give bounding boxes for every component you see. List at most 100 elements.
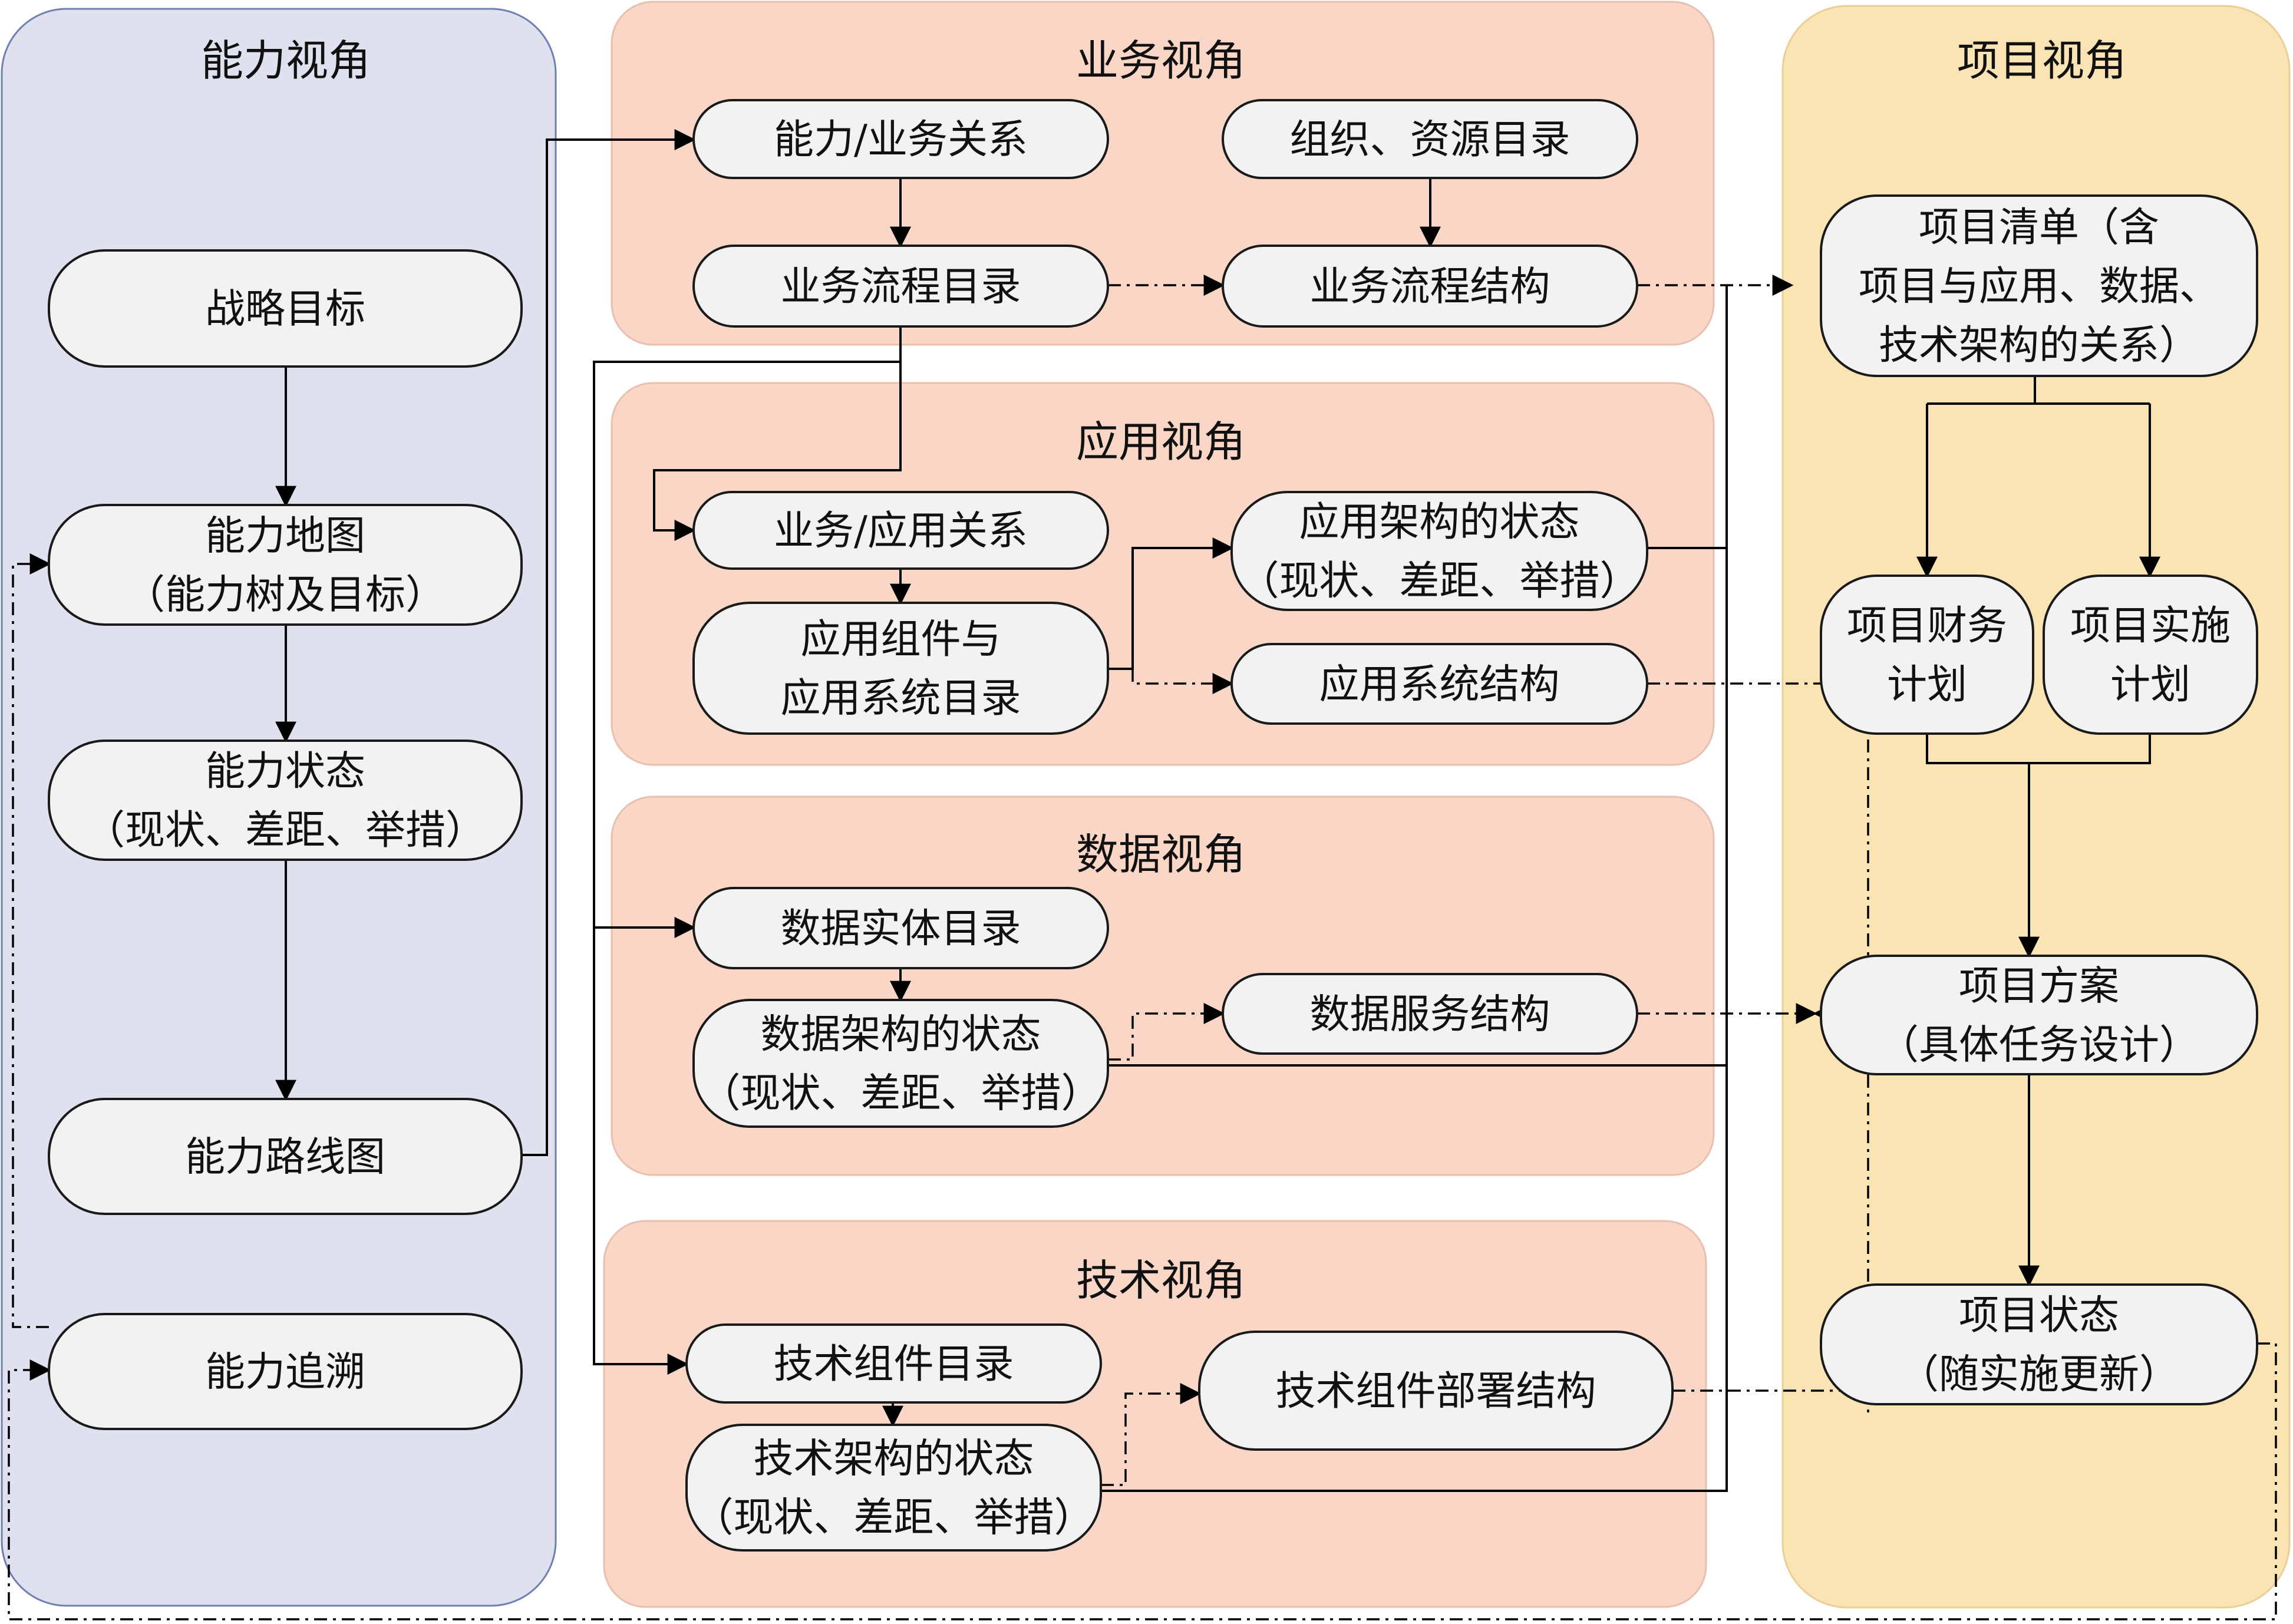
data-architecture-state-label-1: 数据架构的状态 — [760, 1012, 1041, 1058]
org-resource-catalog-node: 组织、资源目录 — [1222, 99, 1638, 179]
business-process-catalog-node: 业务流程目录 — [692, 245, 1109, 328]
capability-trace-node: 能力追溯 — [48, 1313, 523, 1430]
tech-architecture-state-node: 技术架构的状态 （现状、差距、举措） — [685, 1424, 1102, 1552]
project-implementation-plan-box — [2043, 575, 2258, 735]
project-status-box — [1820, 1283, 2258, 1405]
data-service-structure-node: 数据服务结构 — [1222, 973, 1638, 1055]
app-component-catalog-box — [692, 602, 1109, 735]
project-financial-plan-box — [1820, 575, 2034, 735]
app-component-catalog-label-2: 应用系统目录 — [780, 675, 1021, 722]
strategic-goal-node: 战略目标 — [48, 249, 523, 368]
technology-view-title: 技术视角 — [1076, 1256, 1246, 1305]
application-view-title: 应用视角 — [1076, 417, 1246, 467]
edge-plans-merge — [1926, 734, 2151, 764]
data-entity-catalog-label-1: 数据实体目录 — [780, 906, 1021, 952]
tech-deployment-structure-label-1: 技术组件部署结构 — [1275, 1368, 1596, 1415]
project-list-label-1: 项目清单（含 — [1919, 204, 2159, 251]
org-resource-catalog-box — [1222, 99, 1638, 179]
data-architecture-state-node: 数据架构的状态 （现状、差距、举措） — [692, 999, 1109, 1128]
app-architecture-state-node: 应用架构的状态（现状、差距、举措） — [1230, 491, 1648, 611]
project-solution-box — [1820, 955, 2258, 1075]
app-component-catalog-label-1: 应用组件与 — [800, 616, 1001, 663]
app-architecture-state-box — [1230, 491, 1648, 611]
edge-process-catalog-to-tech-component — [593, 927, 689, 1375]
connectors — [8, 129, 2277, 1620]
tech-deployment-structure-node: 技术组件部署结构 — [1198, 1331, 1674, 1451]
capability-business-relation-label-1: 能力/业务关系 — [774, 117, 1028, 163]
tech-deployment-structure-box — [1198, 1331, 1674, 1451]
data-architecture-state-box — [692, 999, 1109, 1128]
capability-trace-box — [48, 1313, 523, 1430]
strategic-goal-label-1: 战略目标 — [205, 286, 365, 333]
capability-map-label-2: （能力树及目标） — [125, 572, 446, 619]
business-process-structure-node: 业务流程结构 — [1222, 245, 1638, 328]
tech-architecture-state-box — [685, 1424, 1102, 1552]
project-solution-label-2: （具体任务设计） — [1879, 1022, 2199, 1069]
project-list-box — [1820, 194, 2258, 377]
edge-status-to-trace — [8, 1342, 2277, 1620]
tech-component-catalog-node: 技术组件目录 — [685, 1323, 1102, 1404]
tech-architecture-state-label-2: （现状、差距、举措） — [693, 1495, 1094, 1542]
app-architecture-state-label-1: 应用架构的状态 — [1299, 499, 1579, 546]
project-status-node: 项目状态（随实施更新） — [1820, 1283, 2258, 1405]
business-process-catalog-label-1: 业务流程目录 — [780, 264, 1021, 311]
data-view-title: 数据视角 — [1076, 830, 1246, 879]
data-entity-catalog-box — [692, 887, 1109, 969]
strategic-goal-box — [48, 249, 523, 368]
project-financial-plan-label-1: 项目财务 — [1847, 603, 2007, 649]
business-application-relation-label-1: 业务/应用关系 — [774, 508, 1028, 554]
capability-state-node: 能力状态 （现状、差距、举措） — [48, 740, 523, 861]
capability-view-title: 能力视角 — [201, 36, 371, 85]
capability-roadmap-node: 能力路线图 — [48, 1098, 523, 1215]
data-service-structure-box — [1222, 973, 1638, 1055]
tech-component-catalog-box — [685, 1323, 1102, 1404]
data-service-structure-label-1: 数据服务结构 — [1309, 992, 1550, 1038]
project-implementation-plan-label-1: 项目实施 — [2070, 603, 2231, 649]
edge-roadmap-to-cap-biz-relation — [522, 129, 696, 1156]
project-list-label-3: 技术架构的关系） — [1879, 322, 2199, 369]
edge-data-state-to-service — [1108, 1003, 1225, 1061]
business-view-title: 业务视角 — [1076, 36, 1246, 85]
capability-state-label-1: 能力状态 — [205, 748, 365, 795]
project-list-label-2: 项目与应用、数据、 — [1859, 263, 2219, 310]
edge-process-catalog-to-data-entity — [593, 361, 900, 938]
business-application-relation-box — [692, 491, 1109, 570]
capability-state-box — [48, 740, 523, 861]
data-entity-catalog-node: 数据实体目录 — [692, 887, 1109, 969]
capability-map-label-1: 能力地图 — [205, 513, 365, 560]
project-panel — [1781, 5, 2291, 1609]
app-system-structure-node: 应用系统结构 — [1230, 643, 1648, 725]
business-process-catalog-box — [692, 245, 1109, 328]
capability-trace-label-1: 能力追溯 — [205, 1349, 365, 1396]
project-view-title: 项目视角 — [1957, 36, 2127, 85]
project-implementation-plan-label-2: 计划 — [2110, 662, 2190, 708]
edge-tech-state-to-project-list — [1101, 1065, 1728, 1492]
project-solution-node: 项目方案（具体任务设计） — [1820, 955, 2258, 1075]
capability-business-relation-box — [692, 99, 1109, 179]
project-status-label-2: （随实施更新） — [1899, 1352, 2179, 1398]
project-financial-plan-label-2: 计划 — [1887, 662, 1967, 708]
edge-component-to-app-structure — [1131, 669, 1234, 694]
app-system-structure-box — [1230, 643, 1648, 725]
capability-roadmap-box — [48, 1098, 523, 1215]
capability-roadmap-label-1: 能力路线图 — [185, 1134, 385, 1181]
business-process-structure-label-1: 业务流程结构 — [1309, 264, 1550, 311]
edge-component-to-app-state — [1108, 537, 1234, 670]
capability-map-box — [48, 504, 523, 626]
capability-map-node: 能力地图 （能力树及目标） — [48, 504, 523, 626]
edge-tech-state-to-deployment — [1101, 1383, 1202, 1486]
edge-trace-to-map — [12, 553, 51, 1328]
tech-component-catalog-label-1: 技术组件目录 — [773, 1341, 1014, 1388]
app-system-structure-label-1: 应用系统结构 — [1319, 662, 1559, 708]
edge-process-catalog-to-biz-app — [653, 326, 902, 541]
tech-architecture-state-label-1: 技术架构的状态 — [753, 1436, 1034, 1483]
business-process-structure-box — [1222, 245, 1638, 328]
data-architecture-state-label-2: （现状、差距、举措） — [700, 1071, 1101, 1117]
org-resource-catalog-label-1: 组织、资源目录 — [1289, 117, 1570, 163]
capability-state-label-2: （现状、差距、举措） — [85, 807, 486, 854]
